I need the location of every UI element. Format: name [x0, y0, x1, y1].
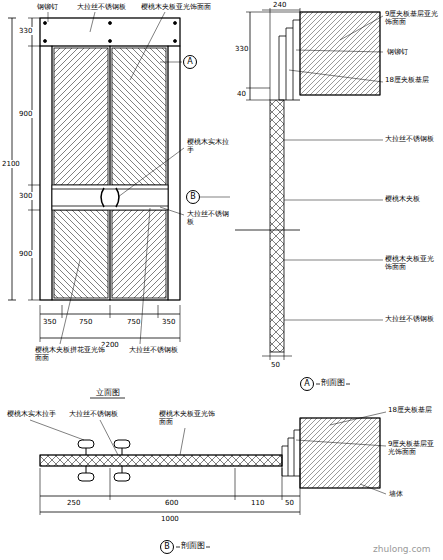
- callout-letter: B: [190, 193, 196, 201]
- material-note: 樱桃木夹板亚光饰面面: [384, 255, 441, 271]
- dimension-text: 110: [250, 499, 265, 507]
- material-note: 大拉丝不锈钢板: [68, 410, 119, 418]
- callout-letter: A: [187, 58, 192, 66]
- dimension-text: 250: [66, 499, 81, 507]
- view-title: 剖面图: [320, 378, 346, 387]
- dimension-text: 50: [270, 361, 281, 369]
- dimension-text: 600: [164, 499, 179, 507]
- material-note: 樱桃木实木拉手: [6, 410, 57, 418]
- dimension-text: 900: [18, 250, 33, 258]
- section-callout-circle: A: [300, 377, 314, 391]
- material-note: 钢铆钉: [36, 3, 59, 11]
- material-note: 18厘夹板基层: [387, 406, 441, 414]
- dimension-text: 40: [236, 90, 247, 98]
- section-callout-circle: B: [186, 190, 200, 204]
- material-note: 大拉丝不锈钢板: [384, 315, 441, 323]
- material-note: 大拉丝不锈钢板: [76, 3, 127, 11]
- material-note: 18厘夹板基层: [384, 76, 441, 84]
- dimension-text: 330: [234, 45, 249, 53]
- section-callout-circle: A: [183, 55, 197, 69]
- dimension-text: 50: [284, 499, 295, 507]
- section-callout-circle: B: [160, 540, 174, 554]
- material-note: 大拉丝不锈钢板: [128, 346, 190, 354]
- material-note: 钢铆钉: [386, 48, 409, 56]
- callout-letter: A: [304, 380, 309, 388]
- dimension-text: 300: [18, 192, 33, 200]
- material-note: 樱桃木夹板亚光饰面面: [140, 3, 212, 11]
- material-note: 樱桃木实木拉手: [186, 138, 232, 154]
- material-note: 墙体: [388, 490, 404, 498]
- dimension-text: 900: [18, 110, 33, 118]
- material-note: zhulong.com: [372, 544, 432, 554]
- dimension-text: 750: [78, 318, 93, 326]
- material-note: 樱桃木夹板亚光饰面面: [158, 410, 222, 426]
- material-note: 大拉丝不锈钢板: [186, 210, 232, 226]
- material-note: 樱桃木夹板拼花亚光饰面面: [34, 346, 106, 362]
- dimension-text: 330: [18, 27, 33, 35]
- material-note: 大拉丝不锈钢板: [384, 135, 441, 143]
- material-note: 9厘夹板基层亚光饰面面: [384, 10, 441, 26]
- dimension-text: 750: [126, 318, 141, 326]
- material-note: 9厘夹板基层亚光饰面面: [387, 440, 441, 456]
- view-title: 剖面图: [180, 541, 206, 550]
- dimension-text: 2100: [1, 160, 21, 168]
- dimension-text: 240: [272, 1, 287, 9]
- dimension-text: 350: [161, 318, 176, 326]
- dimension-text: 1000: [160, 515, 180, 523]
- material-note: 樱桃木夹板: [384, 195, 441, 203]
- view-title: 立面图: [95, 388, 121, 397]
- callout-letter: B: [164, 543, 170, 551]
- dimension-text: 350: [42, 318, 57, 326]
